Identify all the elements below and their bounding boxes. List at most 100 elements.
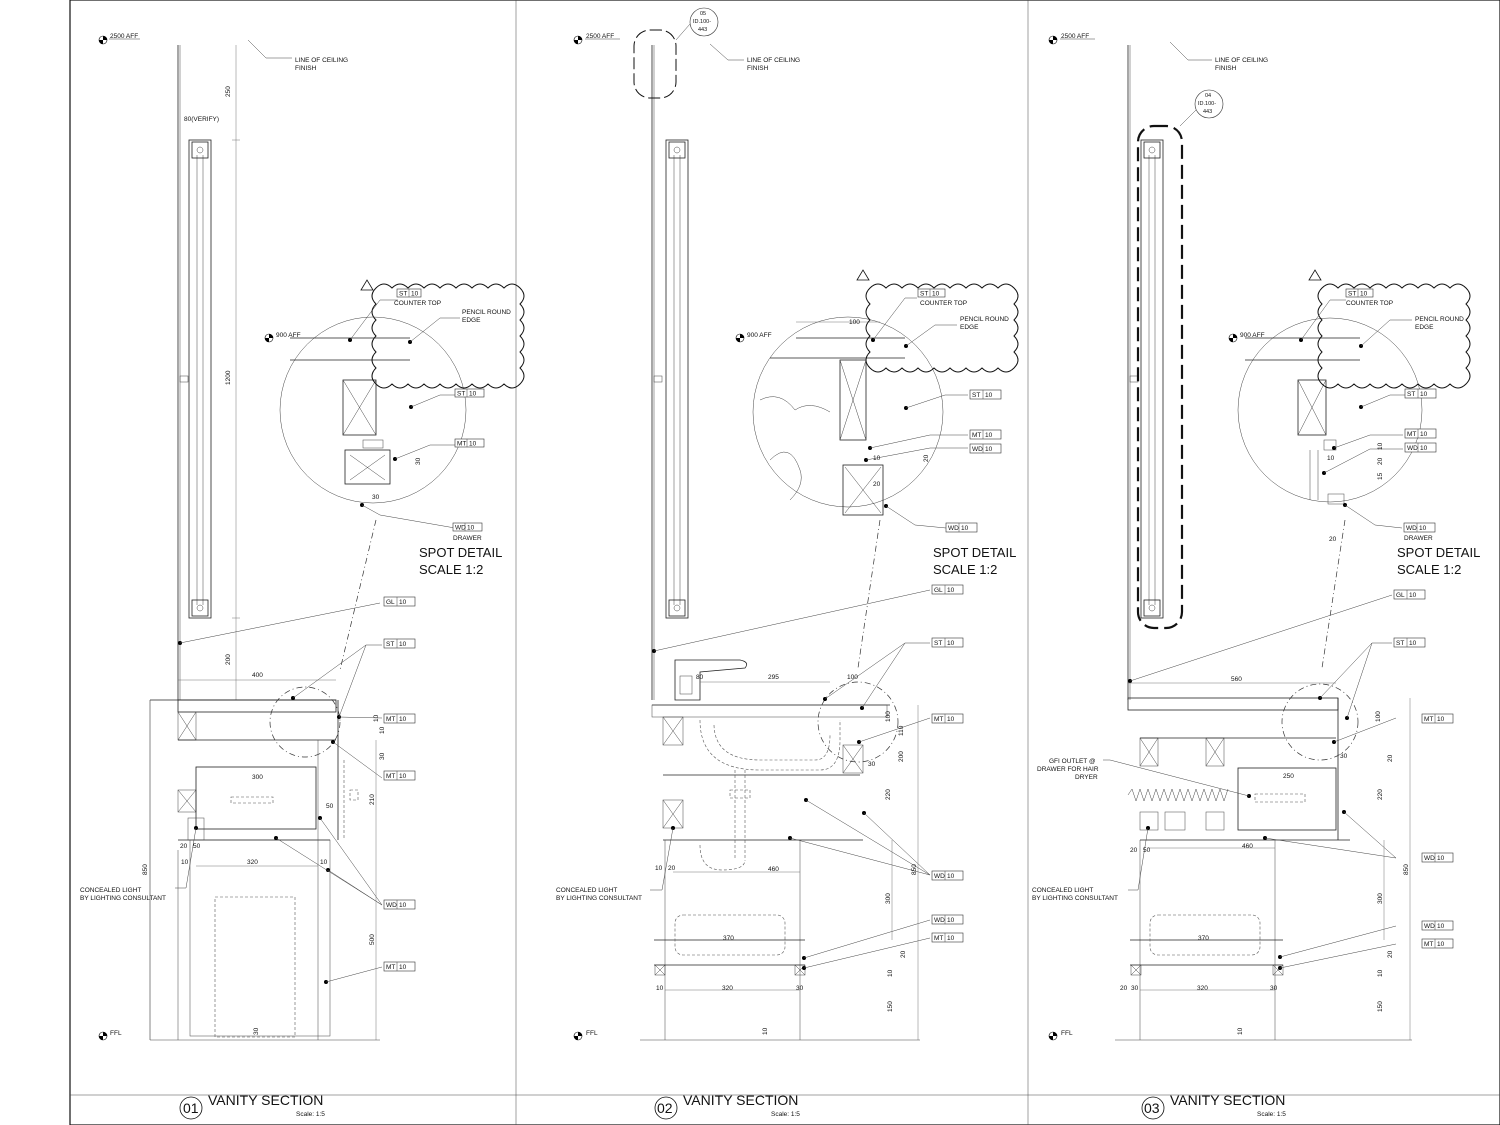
svg-text:10: 10: [887, 969, 894, 977]
svg-text:10: 10: [947, 873, 955, 880]
svg-text:10: 10: [1437, 855, 1445, 862]
svg-text:10: 10: [762, 1027, 769, 1035]
svg-text:WD: WD: [455, 525, 466, 532]
svg-text:220: 220: [1377, 789, 1384, 800]
ceiling-note: LINE OF CEILING FINISH: [1169, 41, 1268, 72]
svg-text:MT: MT: [457, 441, 466, 448]
svg-text:300: 300: [252, 774, 263, 781]
svg-text:DRAWER: DRAWER: [453, 535, 482, 542]
svg-text:10: 10: [1237, 1027, 1244, 1035]
svg-text:100: 100: [885, 711, 892, 722]
svg-text:10: 10: [1360, 291, 1368, 298]
level-marker-ffl: FFL: [98, 1030, 122, 1041]
svg-text:200: 200: [898, 751, 905, 762]
svg-text:100: 100: [847, 674, 858, 681]
svg-text:150: 150: [887, 1001, 894, 1012]
svg-text:10: 10: [399, 599, 407, 606]
svg-text:20: 20: [923, 454, 930, 462]
svg-text:10: 10: [469, 441, 477, 448]
svg-text:FFL: FFL: [1061, 1030, 1073, 1037]
svg-text:10: 10: [399, 716, 407, 723]
svg-text:LINE OF CEILING: LINE OF CEILING: [1215, 57, 1268, 64]
svg-text:100: 100: [1375, 711, 1382, 722]
svg-text:2500 AFF: 2500 AFF: [1061, 33, 1089, 40]
svg-text:100: 100: [849, 319, 860, 326]
svg-text:ST: ST: [972, 392, 980, 399]
svg-text:850: 850: [142, 864, 149, 875]
svg-text:300: 300: [885, 893, 892, 904]
svg-text:250: 250: [225, 86, 232, 97]
svg-text:10: 10: [656, 985, 664, 992]
svg-text:02: 02: [657, 1100, 673, 1116]
svg-text:30: 30: [1270, 985, 1278, 992]
svg-text:MT: MT: [386, 773, 395, 780]
svg-text:80: 80: [696, 674, 704, 681]
svg-text:2500 AFF: 2500 AFF: [586, 33, 614, 40]
svg-text:COUNTER TOP: COUNTER TOP: [1346, 300, 1393, 307]
svg-text:500: 500: [369, 934, 376, 945]
svg-text:BY LIGHTING CONSULTANT: BY LIGHTING CONSULTANT: [1032, 895, 1118, 902]
level-marker-2500: 2500 AFF: [1048, 33, 1095, 45]
svg-text:10: 10: [947, 716, 955, 723]
svg-text:10: 10: [947, 640, 955, 647]
svg-text:900 AFF: 900 AFF: [747, 332, 772, 339]
svg-text:MT: MT: [972, 432, 981, 439]
svg-text:150: 150: [1377, 1001, 1384, 1012]
svg-text:10: 10: [1437, 716, 1445, 723]
svg-text:COUNTER TOP: COUNTER TOP: [394, 300, 441, 307]
svg-text:COUNTER TOP: COUNTER TOP: [920, 300, 967, 307]
svg-text:PENCIL ROUND: PENCIL ROUND: [1415, 316, 1464, 323]
svg-text:SPOT DETAIL: SPOT DETAIL: [1397, 545, 1480, 560]
svg-text:04: 04: [1205, 93, 1211, 99]
vanity-section-01: CONCEALED LIGHT BY LIGHTING CONSULTANT G…: [80, 596, 416, 1041]
svg-text:VANITY SECTION: VANITY SECTION: [1170, 1092, 1285, 1108]
svg-text:10: 10: [1377, 442, 1384, 450]
svg-text:30: 30: [415, 457, 422, 465]
svg-text:LINE OF CEILING: LINE OF CEILING: [747, 57, 800, 64]
svg-text:ST: ST: [1407, 391, 1415, 398]
svg-text:ST: ST: [1348, 291, 1356, 298]
svg-text:FFL: FFL: [586, 1030, 598, 1037]
svg-text:PENCIL ROUND: PENCIL ROUND: [960, 316, 1009, 323]
svg-text:900 AFF: 900 AFF: [276, 332, 301, 339]
svg-text:443: 443: [698, 27, 707, 33]
svg-text:295: 295: [768, 674, 779, 681]
svg-text:ST: ST: [386, 641, 394, 648]
svg-text:MT: MT: [1424, 716, 1433, 723]
svg-text:FINISH: FINISH: [1215, 65, 1237, 72]
svg-text:DRYER: DRYER: [1075, 774, 1098, 781]
svg-text:10: 10: [411, 291, 419, 298]
vanity-section-02: CONCEALED LIGHT BY LIGHTING CONSULTANT G…: [556, 584, 964, 1041]
svg-text:WD: WD: [934, 917, 945, 924]
svg-text:MT: MT: [386, 964, 395, 971]
svg-text:FINISH: FINISH: [747, 65, 769, 72]
svg-text:10: 10: [399, 964, 407, 971]
svg-text:110: 110: [898, 725, 905, 736]
svg-text:Scale: 1:5: Scale: 1:5: [1257, 1111, 1286, 1118]
svg-text:EDGE: EDGE: [462, 317, 481, 324]
section-callout-05: 05 ID.100- 443: [675, 7, 719, 41]
wall-mirror: [1127, 45, 1184, 700]
svg-text:220: 220: [885, 789, 892, 800]
svg-text:VANITY SECTION: VANITY SECTION: [208, 1092, 323, 1108]
svg-text:50: 50: [326, 803, 334, 810]
svg-text:10: 10: [1419, 525, 1427, 532]
svg-text:MT: MT: [386, 716, 395, 723]
svg-text:WD: WD: [1424, 923, 1435, 930]
svg-text:850: 850: [1403, 864, 1410, 875]
level-marker-2500: 2500 AFF: [98, 33, 140, 45]
panel-03: 2500 AFF 900 AFF FFL 0: [1032, 33, 1480, 1120]
svg-text:VANITY SECTION: VANITY SECTION: [683, 1092, 798, 1108]
svg-text:FFL: FFL: [110, 1030, 122, 1037]
svg-text:01: 01: [183, 1100, 199, 1116]
svg-text:WD: WD: [1407, 445, 1418, 452]
svg-text:WD: WD: [1406, 525, 1417, 532]
svg-text:300: 300: [1377, 893, 1384, 904]
svg-text:BY LIGHTING CONSULTANT: BY LIGHTING CONSULTANT: [80, 895, 166, 902]
svg-text:10: 10: [1377, 969, 1384, 977]
svg-text:30: 30: [1340, 753, 1348, 760]
svg-text:20: 20: [180, 843, 188, 850]
svg-text:10: 10: [1437, 941, 1445, 948]
spot-detail: ST 10 COUNTER TOP PENCIL ROUND EDGE ST 1…: [279, 279, 525, 671]
svg-text:MT: MT: [1424, 941, 1433, 948]
